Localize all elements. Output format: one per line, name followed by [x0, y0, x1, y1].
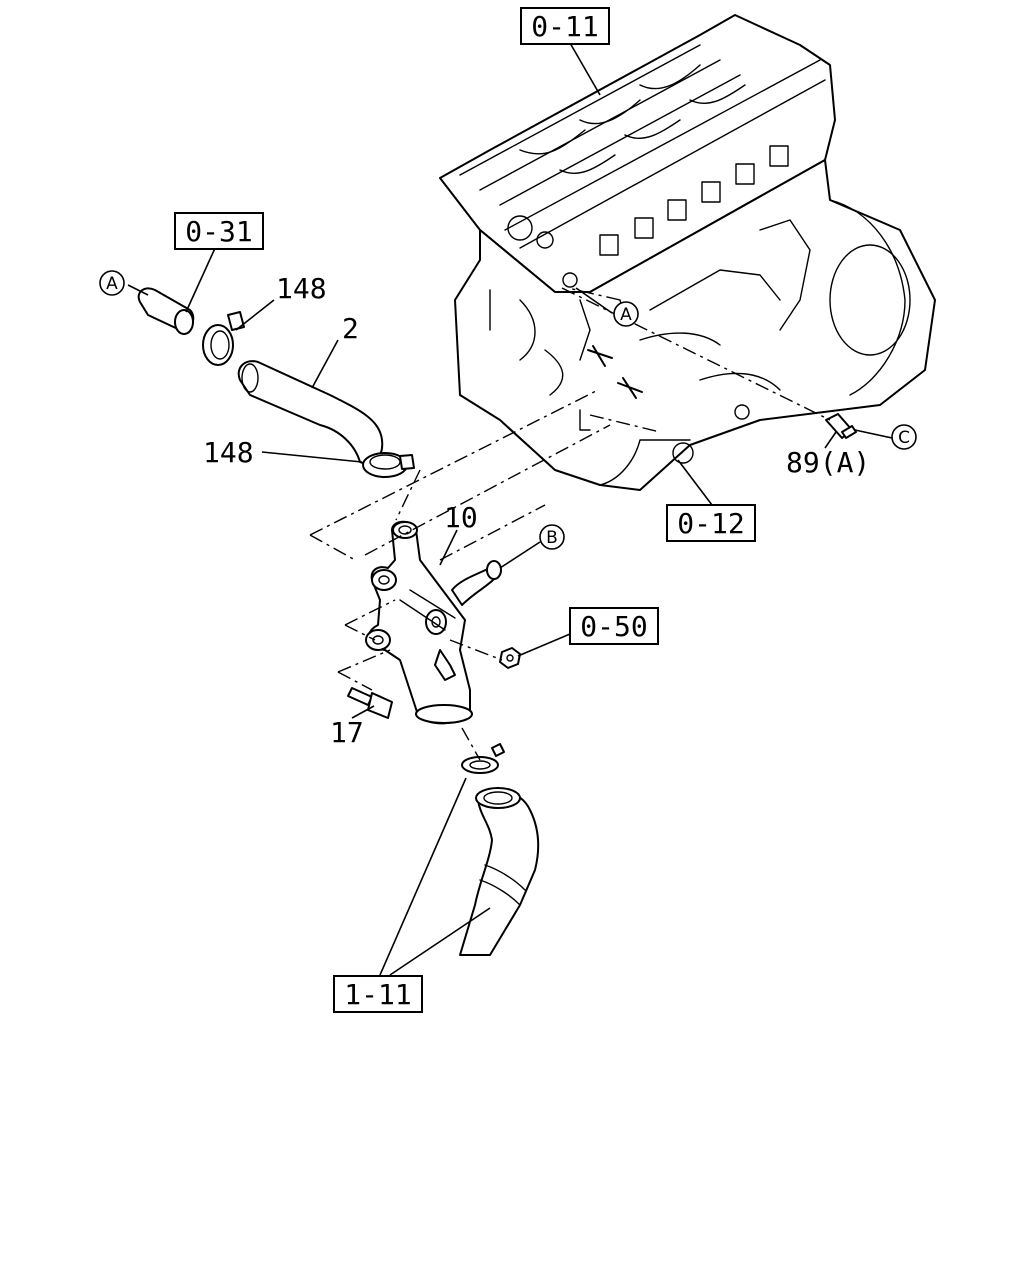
- ref-box-0-31: 0-31: [174, 212, 264, 250]
- hose-clamp-148-upper: [202, 311, 245, 366]
- svg-text:0-50: 0-50: [580, 610, 647, 643]
- connector-a-block: A: [613, 301, 639, 327]
- connector-a-left: A: [99, 270, 125, 296]
- hose-clamp-148-lower: [362, 452, 415, 478]
- ref-box-0-12: 0-12: [666, 504, 756, 542]
- connector-b: B: [539, 524, 565, 550]
- ref-box-0-11: 0-11: [520, 7, 610, 45]
- lower-radiator-hose: [459, 787, 540, 956]
- part-number-2: 2: [342, 312, 359, 345]
- thermostat-housing-10: [365, 520, 502, 725]
- fitting-89a: [825, 413, 857, 439]
- part-number-17: 17: [330, 716, 364, 749]
- leader-lines: [127, 35, 893, 976]
- svg-text:B: B: [546, 528, 558, 548]
- engine-block: [439, 14, 936, 491]
- svg-text:C: C: [898, 428, 910, 448]
- svg-text:A: A: [106, 274, 118, 294]
- part-number-148-upper: 148: [276, 272, 327, 305]
- svg-text:A: A: [620, 305, 632, 325]
- connector-c: C: [891, 424, 917, 450]
- ref-box-1-11: 1-11: [333, 975, 423, 1013]
- part-number-148-lower: 148: [203, 436, 254, 469]
- part-number-89a: 89(A): [786, 446, 870, 479]
- bolt-17: [347, 687, 393, 719]
- part-number-10: 10: [444, 501, 478, 534]
- svg-text:0-11: 0-11: [531, 10, 598, 43]
- alignment-lines: [309, 287, 831, 761]
- svg-text:0-31: 0-31: [185, 215, 252, 248]
- svg-text:1-11: 1-11: [344, 978, 411, 1011]
- ref-box-0-50: 0-50: [569, 607, 659, 645]
- gasket: [461, 743, 505, 774]
- water-hose-2: [237, 360, 384, 465]
- nut-0-50: [499, 647, 521, 669]
- bypass-pipe: [137, 287, 195, 335]
- svg-text:0-12: 0-12: [677, 507, 744, 540]
